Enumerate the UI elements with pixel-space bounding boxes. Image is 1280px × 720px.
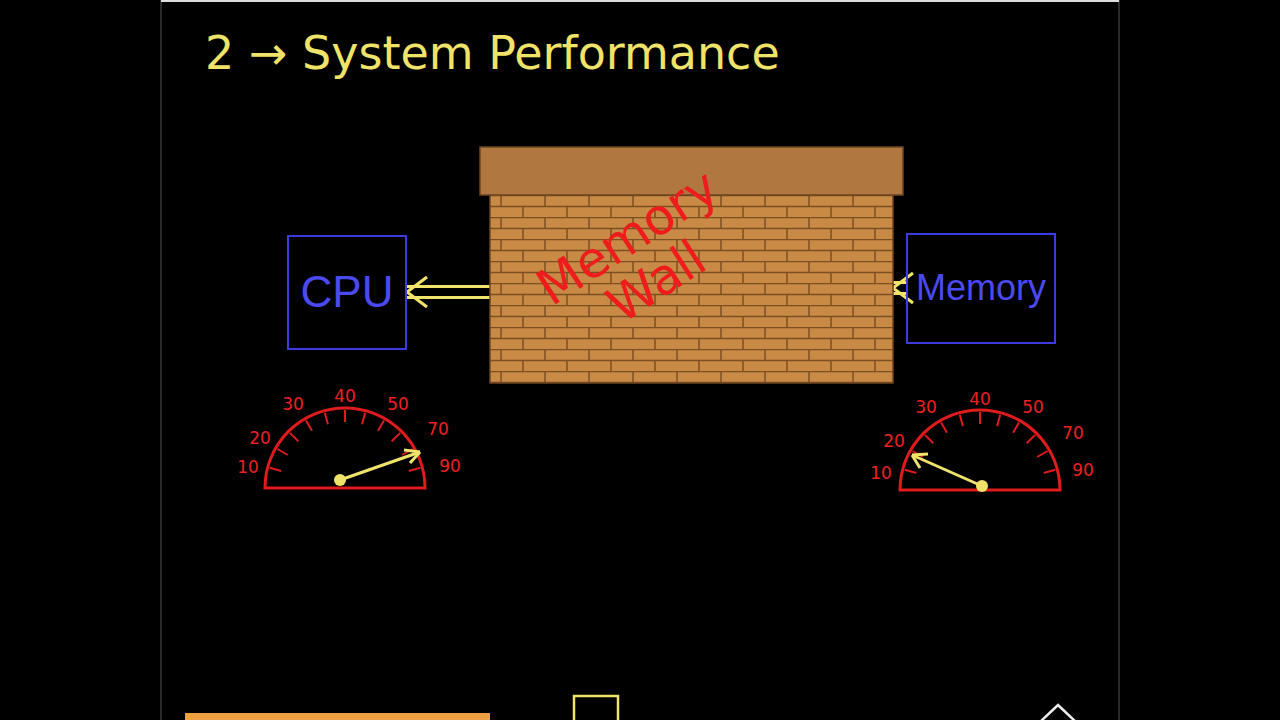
gauge-needle <box>340 452 420 480</box>
needle-tip <box>404 450 420 463</box>
gauge-tick <box>306 420 312 430</box>
label-slot: 50 <box>387 394 409 414</box>
label-slot: 90 <box>439 456 461 476</box>
label-slot: 30 <box>915 397 937 417</box>
gauge-number: 30 <box>282 394 304 414</box>
gauge-tick <box>960 415 963 427</box>
gauge-number: 20 <box>249 428 271 448</box>
needle-pivot <box>976 480 988 492</box>
label-slot: 90 <box>1072 460 1094 480</box>
gauge-tick <box>979 412 981 424</box>
gauge-number: 40 <box>334 386 356 406</box>
gauge-needle <box>912 455 982 486</box>
label-slot: 10 <box>870 463 892 483</box>
arrow-head <box>893 273 913 303</box>
gauge-tick <box>290 433 298 441</box>
gauge-tick <box>362 413 365 425</box>
gauge-tick <box>325 413 328 425</box>
gauge-number: 40 <box>969 389 991 409</box>
gauge-tick <box>1037 451 1047 457</box>
label-slot: 70 <box>1062 423 1084 443</box>
gauge-number: 90 <box>1072 460 1094 480</box>
double-arrow-gap <box>406 288 491 296</box>
connector-group <box>892 273 913 303</box>
frame-line <box>161 0 1119 2</box>
frame-line <box>160 0 162 720</box>
gauge-number: 10 <box>870 463 892 483</box>
gauge-number: 50 <box>1022 397 1044 417</box>
gauge-tick <box>1013 422 1019 432</box>
gauge-tick <box>1027 435 1035 443</box>
box-label: CPU <box>301 267 394 317</box>
memory-wall: Memory Wall <box>490 195 893 383</box>
cut-off-shape <box>1040 705 1076 720</box>
label-slot: 30 <box>282 394 304 414</box>
gauge-number: 70 <box>427 419 449 439</box>
gauge-tick <box>344 410 346 422</box>
gauge-number: 10 <box>237 457 259 477</box>
needle-pivot <box>334 474 346 486</box>
double-arrow <box>407 285 490 299</box>
arrow-head <box>407 277 427 307</box>
gauge-number: 50 <box>387 394 409 414</box>
hardware-box: Memory <box>906 233 1056 344</box>
label-slot: 20 <box>249 428 271 448</box>
hardware-box: CPU <box>287 235 407 350</box>
label-slot: 20 <box>883 431 905 451</box>
page-title: 2 → System Performance <box>205 26 780 80</box>
label-slot: 40 <box>969 389 991 409</box>
gauge-tick <box>905 470 917 473</box>
frame-line <box>1118 0 1120 720</box>
label-slot: 40 <box>334 386 356 406</box>
gauge-tick <box>378 420 384 430</box>
gauge-tick <box>409 468 421 471</box>
box-label: Memory <box>916 267 1046 309</box>
cut-off-shape <box>185 713 490 720</box>
label-slot: 70 <box>427 419 449 439</box>
speedometer-group <box>265 408 1060 492</box>
gauge-tick <box>392 433 400 441</box>
title-slot: 2 → System Performance <box>205 26 780 80</box>
cut-off-shape <box>574 696 618 720</box>
gauge-number: 20 <box>883 431 905 451</box>
gauge-tick <box>270 468 282 471</box>
gauge-tick <box>1044 470 1056 473</box>
gauge-tick <box>997 415 1000 427</box>
gauge-number: 70 <box>1062 423 1084 443</box>
gauge-number: 30 <box>915 397 937 417</box>
label-slot: 50 <box>1022 397 1044 417</box>
gauge-tick <box>277 449 287 455</box>
speedometer-dial <box>265 408 425 488</box>
gauge-number: 90 <box>439 456 461 476</box>
label-slot: 10 <box>237 457 259 477</box>
gauge-tick <box>941 422 947 432</box>
speedometer-dial <box>900 410 1060 490</box>
gauge-tick <box>925 435 933 443</box>
needle-tip <box>912 454 928 468</box>
connector-group <box>406 277 491 307</box>
